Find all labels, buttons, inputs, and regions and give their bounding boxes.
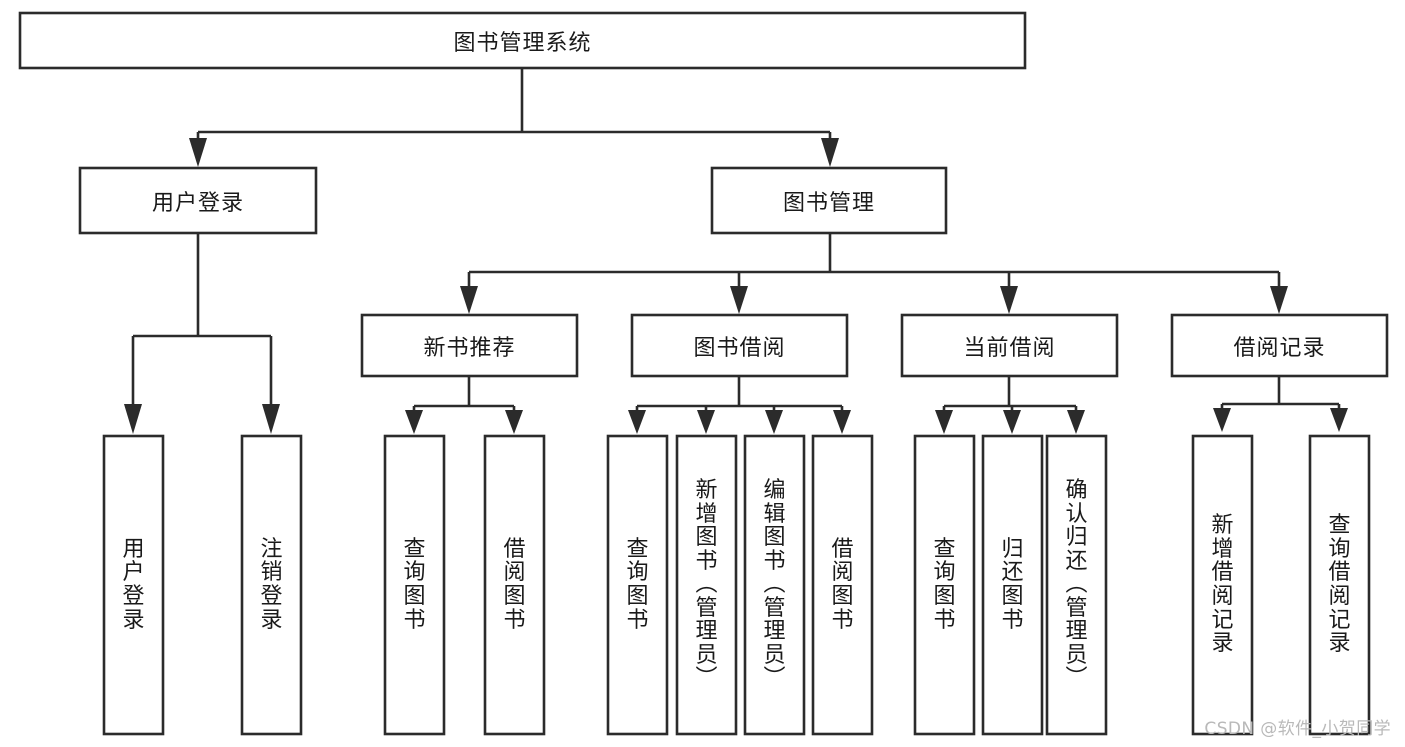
node-leaf-box-12[interactable]	[1308, 434, 1371, 736]
arrow-to-leaf-cb-2	[1003, 410, 1021, 434]
node-book-borrow-box[interactable]	[630, 313, 849, 378]
arrow-to-leaf-cb-3	[1067, 410, 1085, 434]
node-leaf-box-1[interactable]	[240, 434, 303, 736]
arrow-to-leaf-nbr-1	[405, 410, 423, 434]
arrow-to-leaf-br-2	[1330, 408, 1348, 432]
arrow-to-leaf-nbr-2	[505, 410, 523, 434]
arrow-to-book-manage	[821, 138, 839, 167]
arrow-to-new-book-rec	[460, 286, 478, 314]
arrow-to-user-login	[189, 138, 207, 167]
node-leaf-box-0[interactable]	[102, 434, 165, 736]
node-leaf-box-7[interactable]	[811, 434, 874, 736]
node-leaf-box-11[interactable]	[1191, 434, 1254, 736]
arrow-to-borrow-record	[1270, 286, 1288, 314]
node-book-manage-box[interactable]	[710, 166, 948, 235]
node-current-borrow-box[interactable]	[900, 313, 1119, 378]
arrow-to-leaf-user-login	[124, 404, 142, 434]
arrow-to-book-borrow	[730, 286, 748, 314]
node-leaf-box-3[interactable]	[483, 434, 546, 736]
arrow-to-current-borrow	[1000, 286, 1018, 314]
arrow-to-leaf-bb-1	[628, 410, 646, 434]
node-leaf-box-6[interactable]	[743, 434, 806, 736]
node-new-book-rec-box[interactable]	[360, 313, 579, 378]
node-borrow-record-box[interactable]	[1170, 313, 1389, 378]
arrow-to-leaf-logout	[262, 404, 280, 434]
node-leaf-box-5[interactable]	[675, 434, 738, 736]
node-leaf-box-4[interactable]	[606, 434, 669, 736]
node-leaf-box-2[interactable]	[383, 434, 446, 736]
arrow-to-leaf-cb-1	[935, 410, 953, 434]
node-leaf-box-10[interactable]	[1045, 434, 1108, 736]
watermark-text: CSDN @软件_小贺同学	[1204, 719, 1391, 739]
node-root-box[interactable]	[18, 11, 1027, 70]
arrow-to-leaf-bb-3	[765, 410, 783, 434]
arrow-to-leaf-bb-4	[833, 410, 851, 434]
node-leaf-box-9[interactable]	[981, 434, 1044, 736]
node-user-login-box[interactable]	[78, 166, 318, 235]
arrow-to-leaf-br-1	[1213, 408, 1231, 432]
node-leaf-box-8[interactable]	[913, 434, 976, 736]
arrow-to-leaf-bb-2	[697, 410, 715, 434]
